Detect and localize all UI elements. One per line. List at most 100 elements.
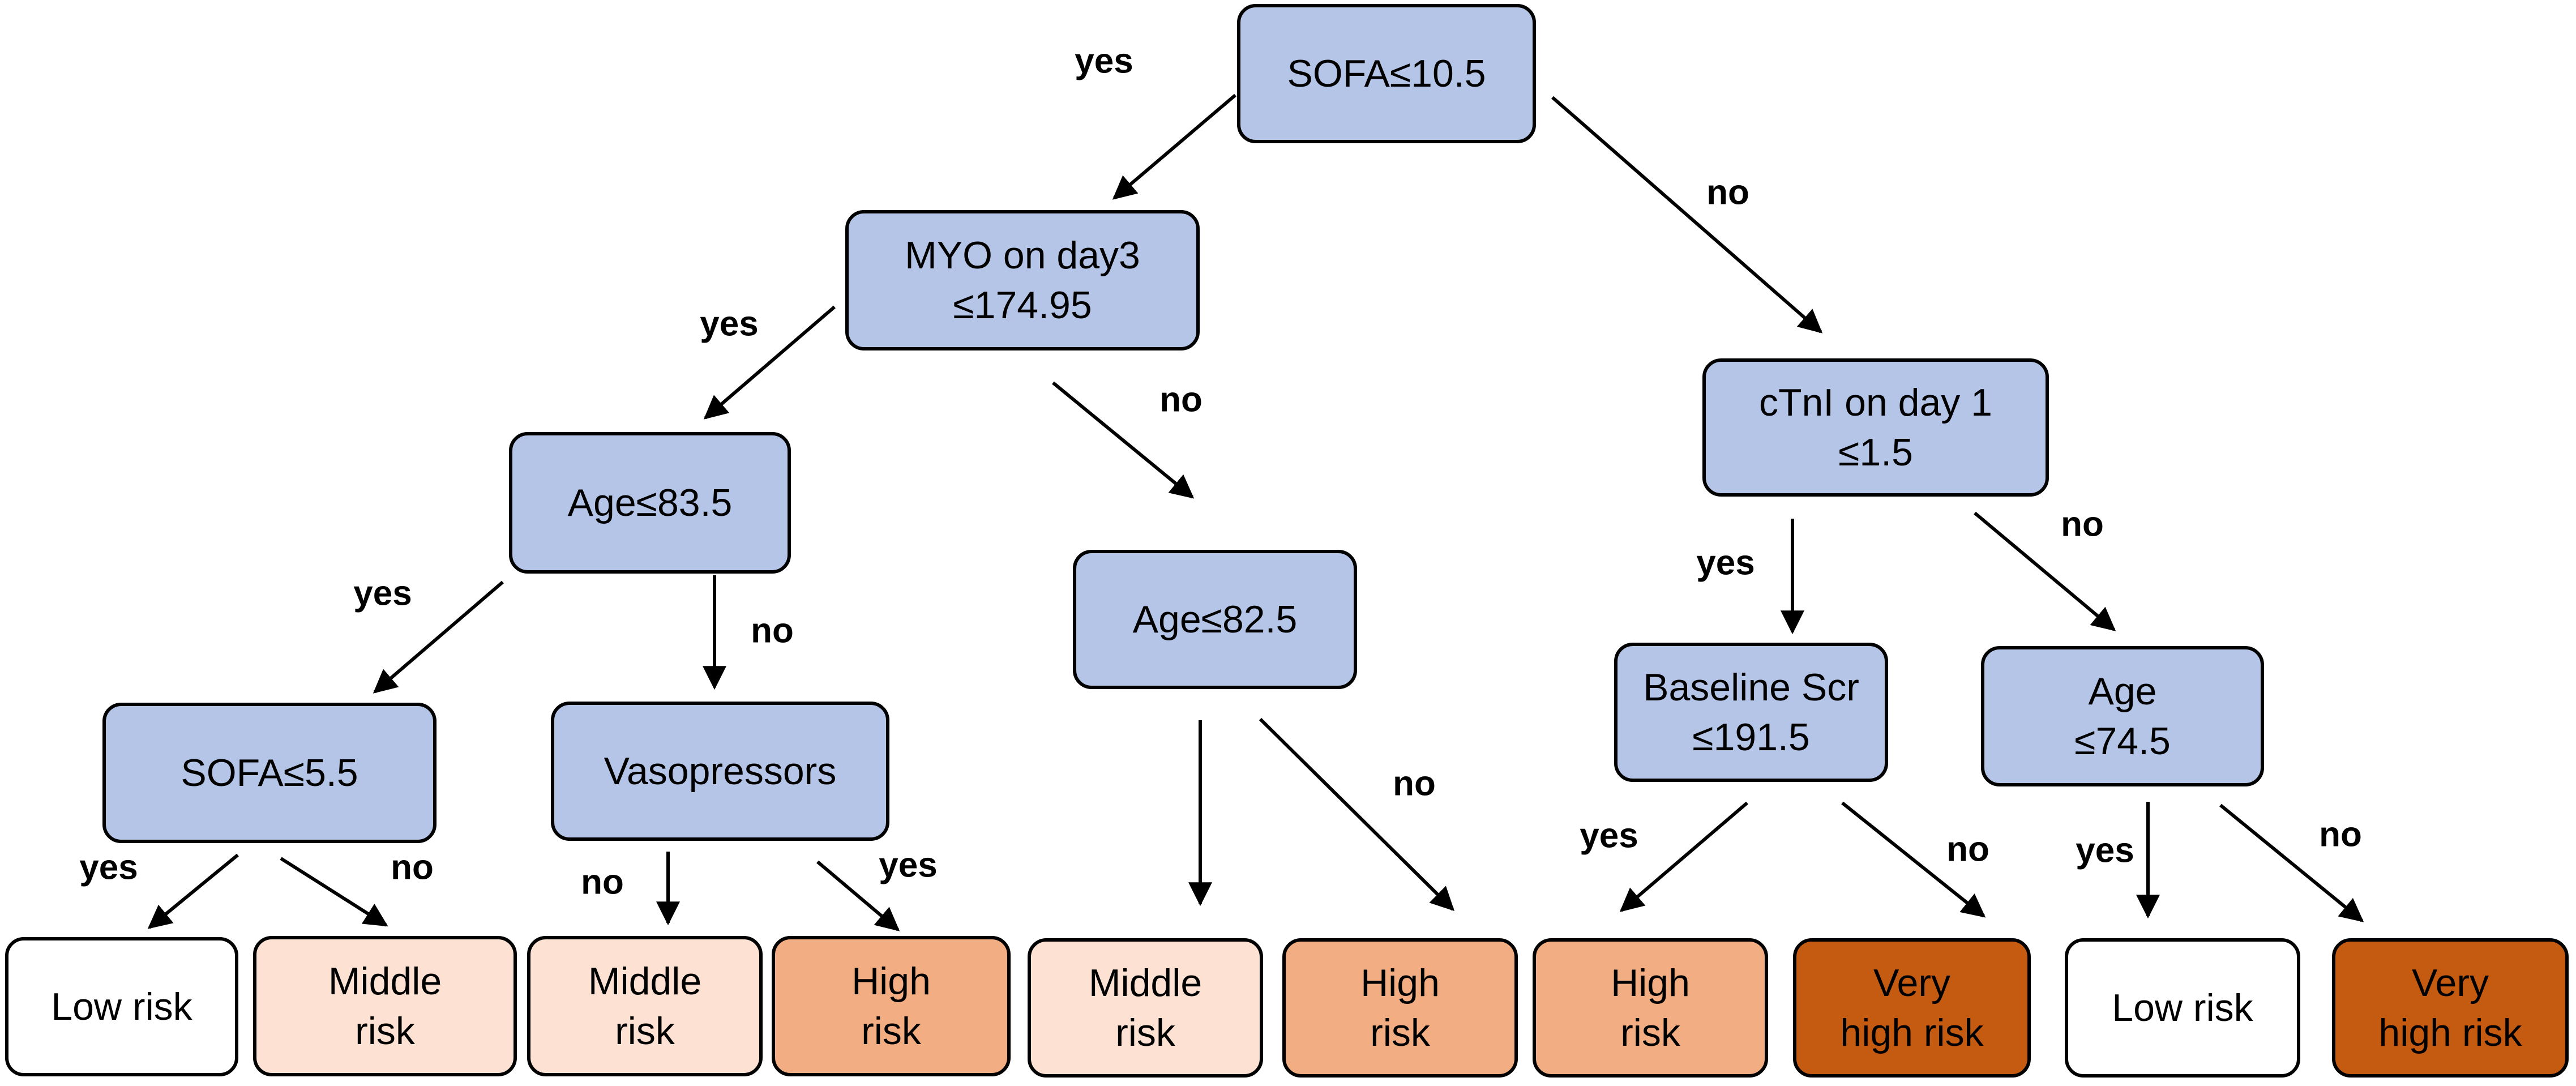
- edge-label-age745-leaf9: yes: [2076, 831, 2134, 870]
- node-box-leaf8: [1793, 938, 2031, 1078]
- edge-label-myo-age835: yes: [700, 305, 758, 344]
- edge-arrow-myo-age835: [703, 305, 836, 420]
- leaf-node-leaf4: High risk: [772, 936, 1011, 1076]
- edge-label-age835-vaso: no: [751, 612, 794, 651]
- node-box-age835: [509, 432, 791, 574]
- edge-label-myo-age825: no: [1159, 380, 1203, 420]
- edge-label-age745-leaf10: no: [2319, 815, 2362, 854]
- edge-arrow-root-ctni: [1551, 96, 1823, 334]
- node-text-age835-0: Age≤83.5: [568, 481, 733, 524]
- node-box-leaf1: [5, 937, 238, 1076]
- node-text-leaf7-0: High: [1611, 961, 1690, 1004]
- node-text-ctni-1: ≤1.5: [1838, 431, 1913, 474]
- node-box-root: [1237, 4, 1536, 143]
- edge-label-scr-leaf7: yes: [1580, 816, 1638, 856]
- node-text-myo-0: MYO on day3: [905, 234, 1140, 277]
- node-text-leaf6-1: risk: [1370, 1011, 1431, 1054]
- node-text-leaf4-1: risk: [861, 1010, 922, 1053]
- node-text-leaf1-0: Low risk: [51, 985, 192, 1028]
- node-text-leaf7-1: risk: [1620, 1011, 1681, 1054]
- leaf-node-leaf1: Low risk: [5, 937, 238, 1076]
- edge-label-root-ctni: no: [1706, 173, 1749, 212]
- node-box-sofa55: [102, 703, 437, 843]
- node-box-leaf6: [1282, 938, 1518, 1078]
- decision-node-age825: Age≤82.5: [1073, 550, 1357, 689]
- node-box-leaf7: [1533, 938, 1768, 1078]
- node-box-vaso: [551, 702, 889, 841]
- leaf-node-leaf10: Very high risk: [2332, 938, 2569, 1078]
- edge-label-ctni-age745: no: [2061, 505, 2104, 544]
- edge-label-sofa55-leaf1: yes: [79, 848, 138, 887]
- node-box-leaf3: [527, 936, 763, 1076]
- decision-node-age835: Age≤83.5: [509, 432, 791, 574]
- edge-label-ctni-scr: yes: [1696, 544, 1755, 583]
- decision-node-ctni: cTnI on day 1 ≤1.5: [1702, 358, 2049, 497]
- edge-arrow-scr-leaf8: [1841, 801, 1986, 918]
- node-text-sofa55-0: SOFA≤5.5: [181, 751, 358, 794]
- node-box-leaf5: [1028, 938, 1263, 1078]
- node-box-ctni: [1702, 358, 2049, 497]
- node-text-root-0: SOFA≤10.5: [1287, 52, 1486, 95]
- decision-node-sofa55: SOFA≤5.5: [102, 703, 437, 843]
- leaf-node-leaf3: Middle risk: [527, 936, 763, 1076]
- leaf-node-leaf5: Middle risk: [1028, 938, 1263, 1078]
- node-text-vaso-0: Vasopressors: [604, 750, 837, 793]
- decision-node-age745: Age ≤74.5: [1981, 646, 2264, 786]
- node-text-leaf8-1: high risk: [1840, 1011, 1984, 1054]
- leaf-node-leaf9: Low risk: [2065, 938, 2300, 1078]
- node-box-leaf2: [253, 936, 517, 1076]
- node-box-age745: [1981, 646, 2264, 786]
- node-text-leaf10-0: Very: [2412, 961, 2489, 1004]
- decision-node-scr: Baseline Scr ≤191.5: [1614, 643, 1888, 782]
- node-text-leaf5-1: risk: [1115, 1011, 1176, 1054]
- node-text-leaf2-1: risk: [355, 1010, 416, 1053]
- decision-node-myo: MYO on day3 ≤174.95: [845, 210, 1200, 350]
- node-box-leaf10: [2332, 938, 2569, 1078]
- leaf-node-leaf8: Very high risk: [1793, 938, 2031, 1078]
- node-text-scr-1: ≤191.5: [1692, 716, 1810, 759]
- node-text-myo-1: ≤174.95: [953, 284, 1092, 327]
- node-text-leaf9-0: Low risk: [2112, 986, 2253, 1029]
- edge-arrow-sofa55-leaf1: [147, 853, 239, 929]
- node-box-leaf4: [772, 936, 1011, 1076]
- edge-label-age825-leaf6: no: [1393, 764, 1436, 803]
- node-text-age745-0: Age: [2089, 670, 2157, 713]
- edge-arrow-root-myo: [1112, 93, 1236, 200]
- edge-arrow-scr-leaf7: [1619, 801, 1748, 912]
- node-text-ctni-0: cTnI on day 1: [1759, 381, 1992, 424]
- edge-arrow-age835-sofa55: [373, 580, 504, 694]
- edge-arrow-age825-leaf6: [1259, 717, 1454, 911]
- edge-label-scr-leaf8: no: [1946, 830, 1989, 869]
- edge-arrow-age745-leaf10: [2219, 803, 2364, 922]
- edge-label-root-myo: yes: [1075, 42, 1133, 81]
- decision-node-vaso: Vasopressors: [551, 702, 889, 841]
- leaf-node-leaf2: Middle risk: [253, 936, 517, 1076]
- node-text-leaf8-0: Very: [1873, 961, 1950, 1004]
- node-text-leaf10-1: high risk: [2378, 1011, 2522, 1054]
- node-text-leaf6-0: High: [1360, 961, 1440, 1004]
- node-text-age745-1: ≤74.5: [2074, 720, 2171, 763]
- node-box-leaf9: [2065, 938, 2300, 1078]
- edge-arrow-ctni-age745: [1974, 511, 2116, 631]
- edge-arrow-sofa55-leaf2: [280, 857, 388, 927]
- edge-label-sofa55-leaf2: no: [391, 848, 434, 887]
- decision-node-root: SOFA≤10.5: [1237, 4, 1536, 143]
- edge-arrow-myo-age825: [1052, 381, 1195, 499]
- leaf-node-leaf6: High risk: [1282, 938, 1518, 1078]
- edge-label-age835-sofa55: yes: [353, 574, 412, 613]
- node-text-leaf5-0: Middle: [1089, 961, 1202, 1004]
- node-box-scr: [1614, 643, 1888, 782]
- node-text-age825-0: Age≤82.5: [1133, 598, 1298, 641]
- node-text-leaf2-0: Middle: [328, 960, 442, 1003]
- edge-label-vaso-leaf3: no: [581, 863, 624, 902]
- leaf-node-leaf7: High risk: [1533, 938, 1768, 1078]
- node-text-leaf4-0: High: [851, 960, 931, 1003]
- node-box-age825: [1073, 550, 1357, 689]
- node-text-leaf3-0: Middle: [588, 960, 701, 1003]
- edge-label-vaso-leaf4: yes: [879, 846, 937, 885]
- node-box-myo: [845, 210, 1200, 350]
- edge-arrow-vaso-leaf4: [816, 860, 900, 931]
- node-text-scr-0: Baseline Scr: [1643, 666, 1859, 709]
- node-text-leaf3-1: risk: [615, 1010, 675, 1053]
